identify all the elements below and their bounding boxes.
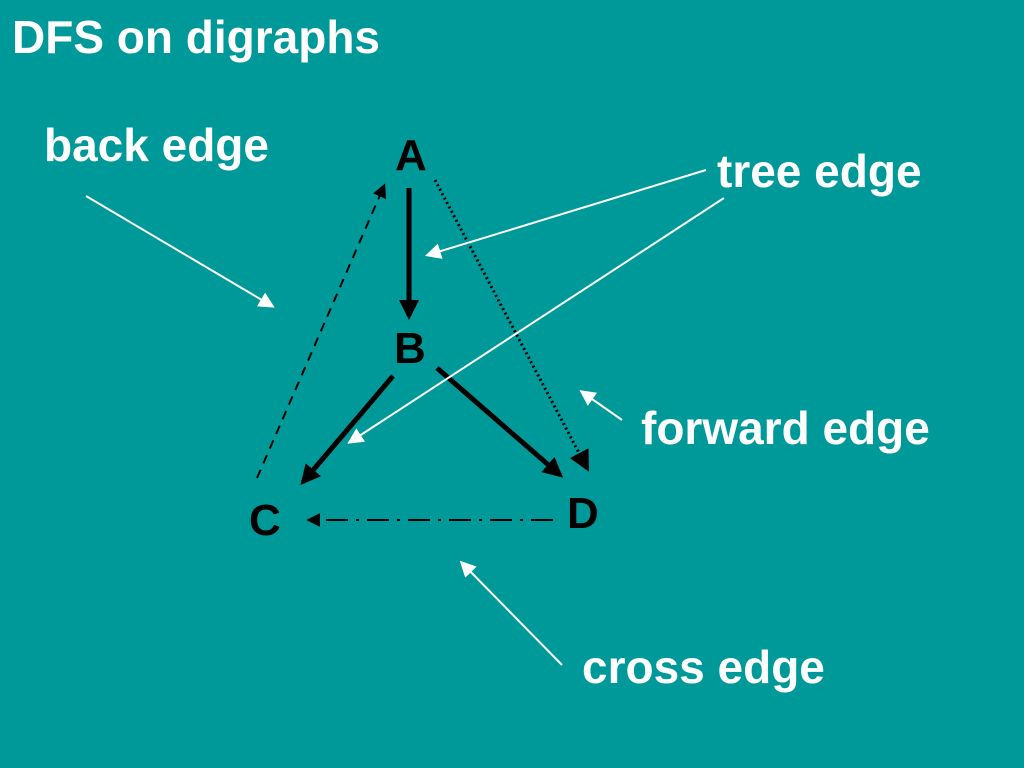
node-d: D	[567, 489, 599, 538]
forward-edge-a-d	[433, 179, 589, 472]
forward-edge-label: forward edge	[641, 402, 930, 454]
back-edge-pointer-arrow	[85, 195, 275, 308]
node-b: B	[394, 324, 426, 373]
tree-edge-pointer-arrow-2	[347, 197, 725, 444]
back-edge-label: back edge	[44, 119, 269, 171]
cross-edge-pointer-arrow	[459, 560, 563, 666]
forward-edge-pointer-arrow	[579, 390, 623, 421]
tree-edge-b-d	[435, 366, 564, 478]
tree-edge-label: tree edge	[717, 145, 922, 197]
node-a: A	[395, 131, 427, 180]
slide-title: DFS on digraphs	[12, 11, 380, 63]
cross-edge-label: cross edge	[582, 641, 825, 693]
tree-edge-pointer-arrow-1	[424, 169, 707, 259]
node-c: C	[249, 496, 281, 545]
back-edge-c-a	[256, 183, 386, 479]
tree-edge-b-c	[300, 374, 395, 486]
